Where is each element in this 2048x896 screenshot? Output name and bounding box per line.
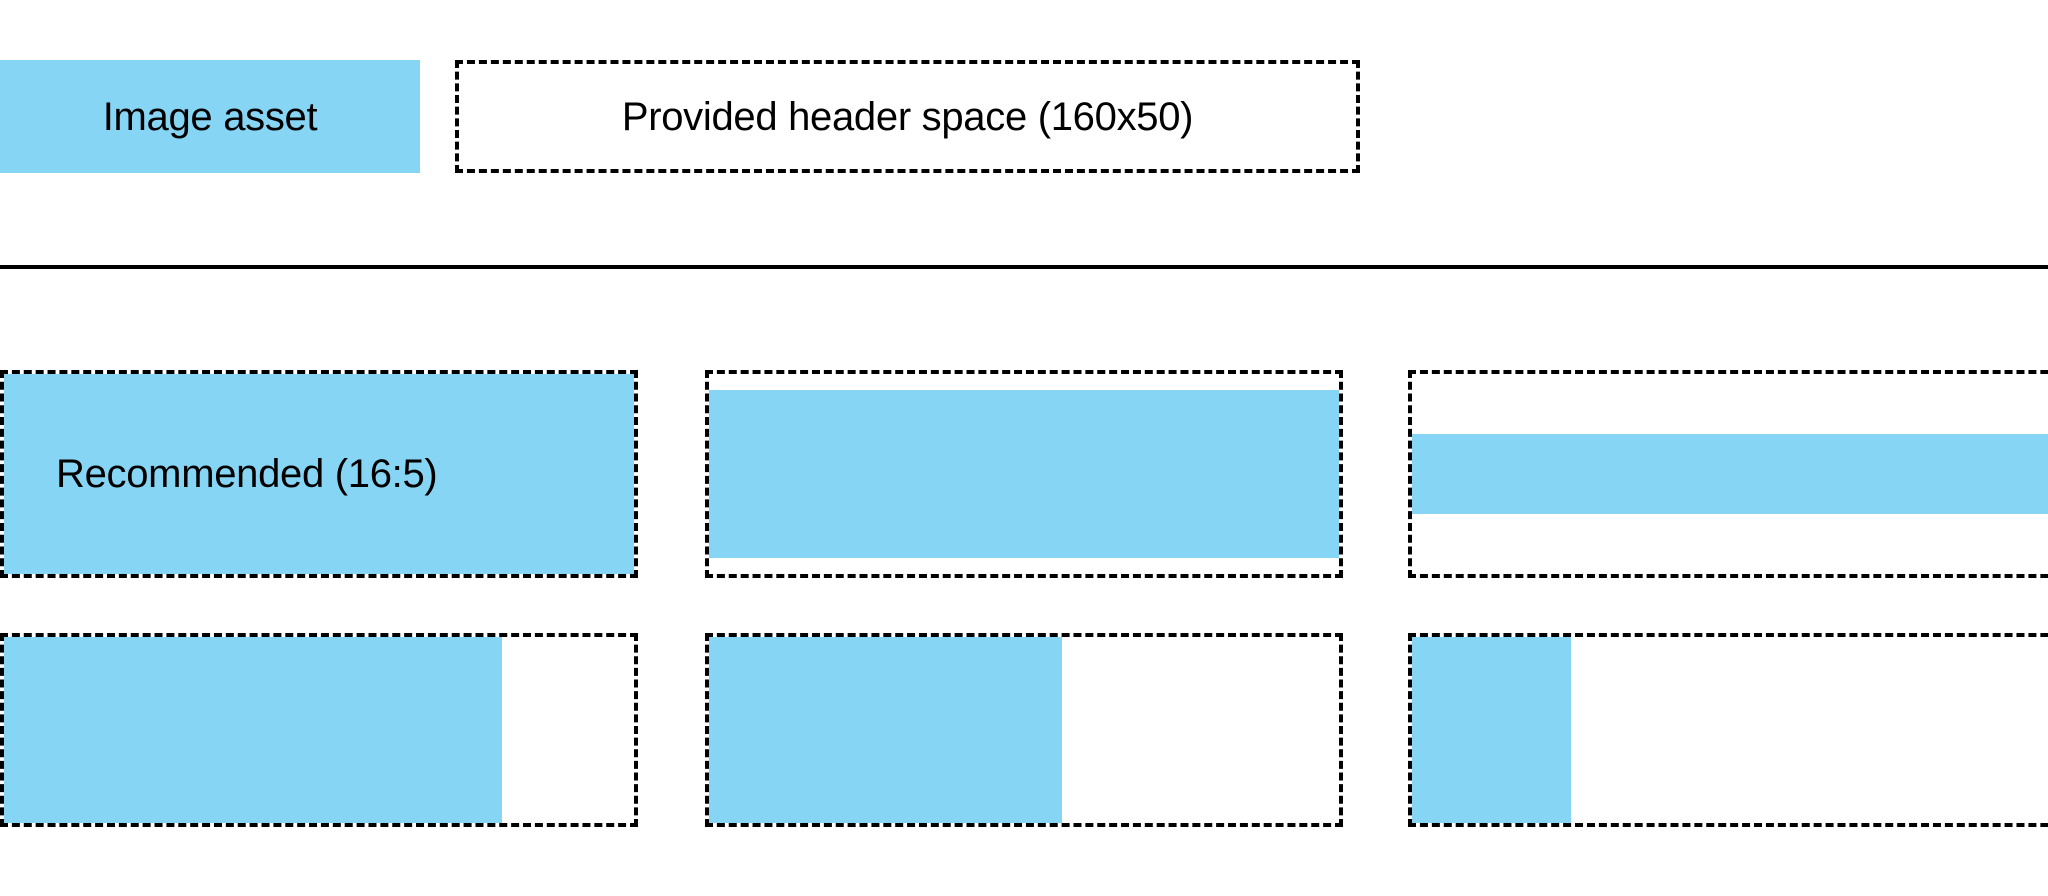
header-strip: Image asset Provided header space (160x5…: [0, 60, 2048, 173]
asset-fill: [1412, 637, 1572, 823]
aspect-ratio-grid: Recommended (16:5): [0, 370, 2048, 830]
asset-fill: [4, 374, 634, 574]
ratio-cell-recommended: Recommended (16:5): [0, 370, 638, 578]
section-divider: [0, 265, 2048, 269]
provided-header-space-box: Provided header space (160x50): [455, 60, 1360, 173]
ratio-cell-pillarbox-wide: [0, 633, 638, 827]
image-asset-label: Image asset: [102, 94, 318, 139]
recommended-ratio-label: Recommended (16:5): [56, 451, 438, 496]
asset-fill: [709, 637, 1062, 823]
ratio-cell-letterbox-narrow: [1408, 370, 2048, 578]
asset-fill: [4, 637, 502, 823]
provided-header-space-label: Provided header space (160x50): [621, 94, 1194, 139]
asset-fill: [709, 390, 1339, 558]
ratio-cell-letterbox-medium: [705, 370, 1343, 578]
ratio-cell-pillarbox-medium: [705, 633, 1343, 827]
asset-fill: [1412, 434, 2048, 514]
ratio-cell-pillarbox-narrow: [1408, 633, 2048, 827]
image-asset-swatch: Image asset: [0, 60, 420, 173]
